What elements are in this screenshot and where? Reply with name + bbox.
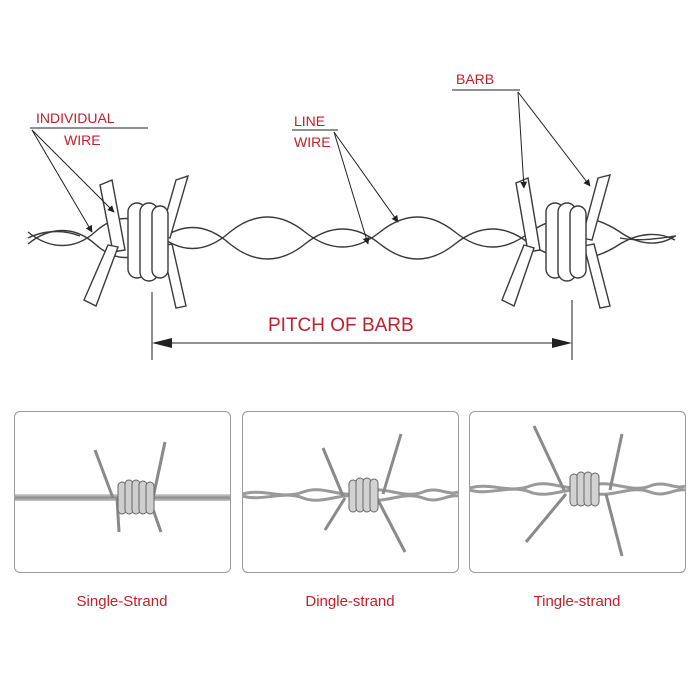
line-wire-label-line2: WIRE <box>294 134 331 150</box>
tingle-strand-photo <box>470 425 685 557</box>
right-barb <box>501 174 611 309</box>
pitch-dimension <box>151 292 573 360</box>
barbed-wire-diagram <box>27 89 677 360</box>
left-barb <box>83 174 190 309</box>
pitch-of-barb-label: PITCH OF BARB <box>268 315 414 336</box>
individual-wire-label-line1: INDIVIDUAL <box>36 110 115 126</box>
panel-dingle-strand <box>242 411 459 573</box>
caption-single-strand: Single-Strand <box>76 593 168 610</box>
callout-lines <box>30 89 591 245</box>
individual-wire-label-line2: WIRE <box>64 132 101 148</box>
barb-label: BARB <box>456 71 495 87</box>
line-wire-label-line1: LINE <box>294 113 326 129</box>
caption-dingle-strand: Dingle-strand <box>305 593 395 610</box>
panel-single-strand <box>14 411 231 573</box>
caption-tingle-strand: Tingle-strand <box>533 593 621 610</box>
single-strand-photo <box>15 441 230 533</box>
panel-tingle-strand <box>469 411 686 573</box>
dingle-strand-photo <box>243 433 458 553</box>
